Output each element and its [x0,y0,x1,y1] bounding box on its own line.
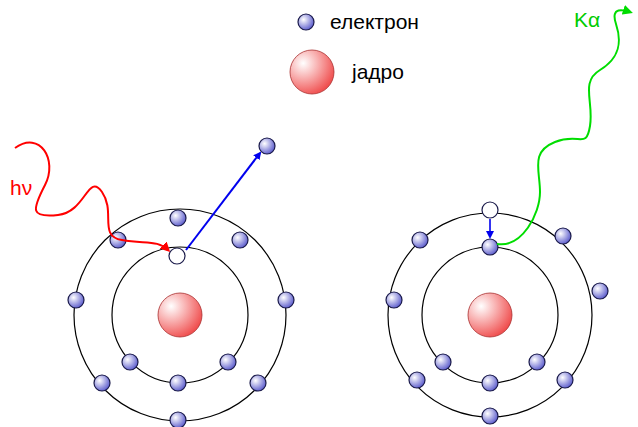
legend-text: јадро [352,60,404,83]
photon-label: hν [10,176,32,199]
left-atom [15,138,294,427]
legend-text: електрон [330,10,419,33]
nucleus-sample [290,50,334,94]
emission-label: Kα [574,8,600,31]
right-atom [386,10,630,424]
electron-sample [298,14,314,30]
